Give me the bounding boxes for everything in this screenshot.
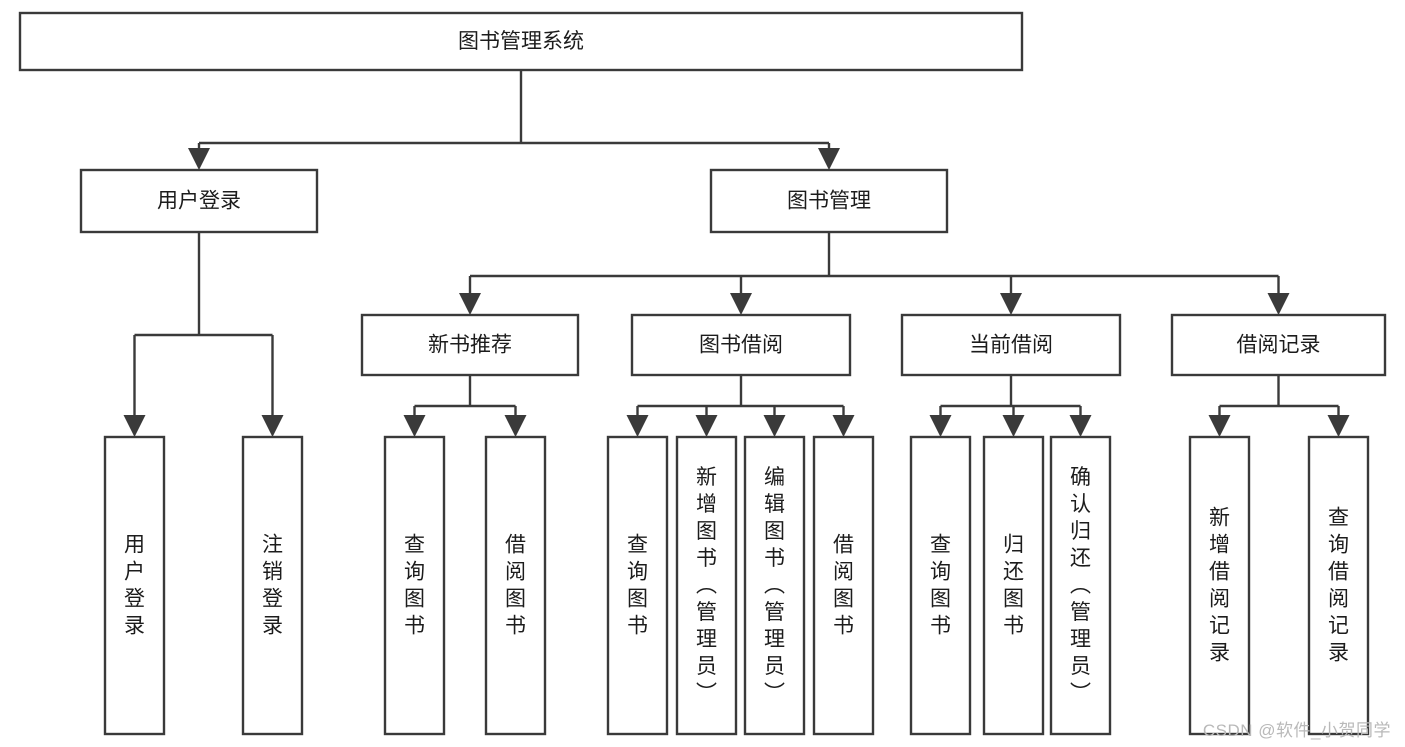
node-leaf-4[interactable]: 查询图书 [606,435,669,736]
node-leaf-1[interactable]: 注销登录 [241,435,304,736]
node-leaf-3[interactable]: 借阅图书 [484,435,547,736]
conn-bookmgmt-to-level3-3-arrowhead [1267,293,1290,315]
conn-3-to-leaf-0-arrowhead [1208,415,1231,437]
node-leaf-2[interactable]: 查询图书 [383,435,446,736]
node-level3-2-label: 当前借阅 [969,334,1053,357]
node-leaf-8-label: 查询图书 [930,534,951,638]
node-leaf-11-label: 新增借阅记录 [1209,507,1230,665]
conn-bookmgmt-to-level3-1-arrowhead [730,293,752,315]
conn-0-to-leaf-0-arrowhead [403,415,426,437]
node-level3-3[interactable]: 借阅记录 [1170,313,1387,377]
node-leaf-8-box[interactable] [909,435,972,736]
node-leaf-0-box[interactable] [103,435,166,736]
node-leaf-12[interactable]: 查询借阅记录 [1307,435,1370,736]
node-leaf-7[interactable]: 借阅图书 [812,435,875,736]
conn-2-to-leaf-2-arrowhead [1069,415,1092,437]
node-level2-0-label: 用户登录 [157,190,241,213]
node-leaf-10[interactable]: 确认归还︵管理员︶ [1049,435,1112,736]
node-level2-0-box[interactable] [79,168,319,234]
node-level3-2[interactable]: 当前借阅 [900,313,1122,377]
node-leaf-5-box[interactable] [675,435,738,736]
node-leaf-0[interactable]: 用户登录 [103,435,166,736]
node-leaf-5-label: 新增图书︵管理员︶ [696,466,717,705]
node-level3-2-box[interactable] [900,313,1122,377]
node-leaf-6-label: 编辑图书︵管理员︶ [764,466,785,705]
node-level3-0-label: 新书推荐 [428,334,512,357]
node-level3-0-box[interactable] [360,313,580,377]
node-level3-0[interactable]: 新书推荐 [360,313,580,377]
node-level2-1-label: 图书管理 [787,190,871,213]
node-level2-0[interactable]: 用户登录 [79,168,319,234]
node-leaf-11[interactable]: 新增借阅记录 [1188,435,1251,736]
node-level3-1-label: 图书借阅 [699,334,783,357]
node-leaf-2-label: 查询图书 [404,534,425,638]
node-leaf-1-box[interactable] [241,435,304,736]
node-leaf-9-label: 归还图书 [1003,534,1024,638]
conn-2-to-leaf-0-arrowhead [929,415,952,437]
node-leaf-0-label: 用户登录 [124,534,145,638]
node-level3-3-label: 借阅记录 [1237,334,1321,357]
node-leaf-8[interactable]: 查询图书 [909,435,972,736]
node-level2-1[interactable]: 图书管理 [709,168,949,234]
node-leaf-2-box[interactable] [383,435,446,736]
node-leaf-6-box[interactable] [743,435,806,736]
node-leaf-7-box[interactable] [812,435,875,736]
node-leaf-9[interactable]: 归还图书 [982,435,1045,736]
node-leaf-10-label: 确认归还︵管理员︶ [1070,466,1091,705]
conn-1-to-leaf-1-arrowhead [695,415,718,437]
conn-userlogin-to-leaf-0-arrowhead [123,415,146,437]
conn-bookmgmt-to-level3-0-arrowhead [459,293,481,315]
conn-3-to-leaf-1-arrowhead [1327,415,1350,437]
node-leaf-7-label: 借阅图书 [833,534,854,638]
node-leaf-12-label: 查询借阅记录 [1328,507,1349,665]
connector-layer [123,70,1350,437]
node-level3-1-box[interactable] [630,313,852,377]
conn-2-to-leaf-1-arrowhead [1002,415,1025,437]
conn-bookmgmt-to-level3-2-arrowhead [1000,293,1022,315]
node-leaf-1-label: 注销登录 [262,534,283,638]
node-leaf-4-label: 查询图书 [627,534,648,638]
node-root-system-label: 图书管理系统 [458,30,584,53]
node-level2-1-box[interactable] [709,168,949,234]
node-leaf-6[interactable]: 编辑图书︵管理员︶ [743,435,806,736]
node-leaf-9-box[interactable] [982,435,1045,736]
node-leaf-10-box[interactable] [1049,435,1112,736]
node-level3-3-box[interactable] [1170,313,1387,377]
conn-1-to-leaf-3-arrowhead [832,415,855,437]
node-root-system[interactable]: 图书管理系统 [18,11,1024,72]
node-leaf-4-box[interactable] [606,435,669,736]
conn-0-to-leaf-1-arrowhead [504,415,527,437]
conn-userlogin-to-leaf-1-arrowhead [261,415,284,437]
node-leaf-12-box[interactable] [1307,435,1370,736]
node-leaf-3-label: 借阅图书 [505,534,526,638]
node-root-system-box[interactable] [18,11,1024,72]
node-leaf-11-box[interactable] [1188,435,1251,736]
conn-1-to-leaf-2-arrowhead [763,415,786,437]
node-leaf-3-box[interactable] [484,435,547,736]
node-layer: 图书管理系统用户登录图书管理新书推荐图书借阅当前借阅借阅记录用户登录注销登录查询… [18,11,1387,736]
node-level3-1[interactable]: 图书借阅 [630,313,852,377]
node-leaf-5[interactable]: 新增图书︵管理员︶ [675,435,738,736]
conn-root-to-level2-1-arrowhead [818,148,840,170]
conn-root-to-level2-0-arrowhead [188,148,210,170]
conn-1-to-leaf-0-arrowhead [626,415,649,437]
